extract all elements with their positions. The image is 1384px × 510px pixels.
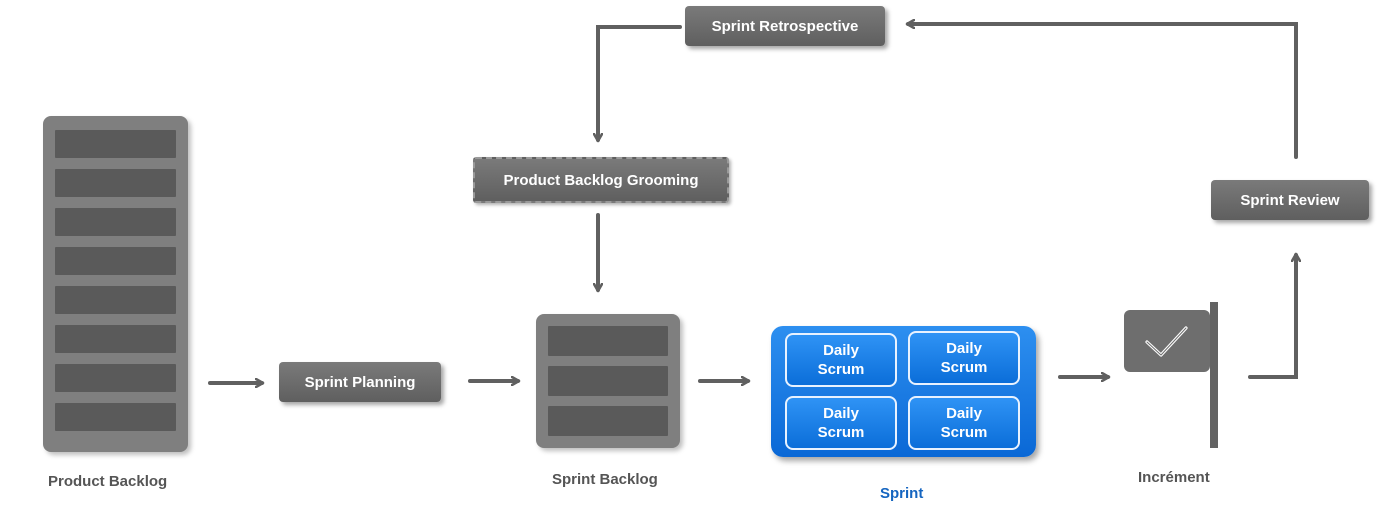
- backlog-row: [55, 208, 176, 236]
- product-backlog-grooming-box: Product Backlog Grooming: [473, 157, 729, 203]
- check-flag-icon: [1124, 302, 1218, 448]
- sprint-label: Sprint: [880, 485, 924, 502]
- backlog-row: [55, 286, 176, 314]
- backlog-row: [548, 366, 668, 396]
- arrow-to-grooming: [598, 25, 682, 140]
- arrow-to-sprint-retrospective: [908, 24, 1298, 159]
- sprint-backlog-label: Sprint Backlog: [552, 471, 658, 488]
- sprint-review-box: Sprint Review: [1211, 180, 1369, 220]
- sprint-planning-box: Sprint Planning: [279, 362, 441, 402]
- backlog-row: [548, 406, 668, 436]
- sprint-backlog-icon: [536, 314, 680, 448]
- backlog-row: [55, 325, 176, 353]
- backlog-row: [55, 247, 176, 275]
- backlog-row: [55, 130, 176, 158]
- backlog-row: [55, 169, 176, 197]
- backlog-row: [55, 364, 176, 392]
- backlog-row: [548, 326, 668, 356]
- product-backlog-label: Product Backlog: [48, 473, 168, 490]
- increment-label: Incrément: [1138, 469, 1210, 486]
- backlog-row: [55, 403, 176, 431]
- product-backlog-icon: [43, 116, 188, 452]
- sprint-retrospective-box: Sprint Retrospective: [685, 6, 885, 46]
- arrow-to-sprint-review: [1248, 255, 1296, 379]
